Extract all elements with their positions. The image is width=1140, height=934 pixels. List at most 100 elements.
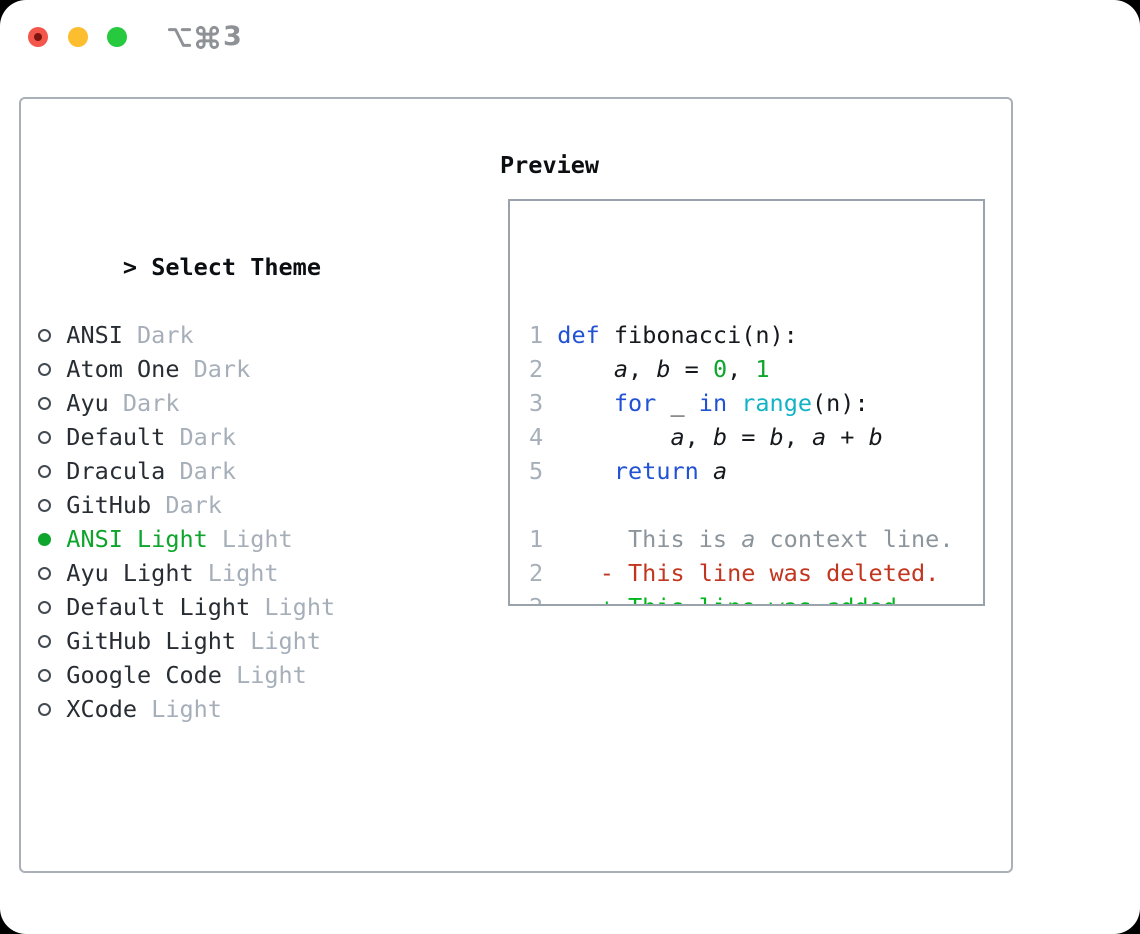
theme-variant: Dark	[122, 321, 194, 349]
close-button-dot	[34, 33, 42, 41]
theme-option[interactable]: Atom One Dark	[38, 352, 434, 386]
code-token: =	[727, 423, 770, 451]
theme-option[interactable]: Ayu Dark	[38, 386, 434, 420]
code-token: ,	[783, 423, 812, 451]
code-line: 3 for _ in range(n):	[529, 386, 983, 420]
line-number: 3	[529, 389, 558, 417]
radio-off-icon	[38, 318, 66, 352]
apply-to-header: Apply To	[38, 896, 434, 934]
code-token: a	[670, 423, 685, 451]
theme-variant: Light	[221, 661, 307, 689]
code-token: ,	[727, 355, 756, 383]
radio-dot	[38, 567, 51, 580]
theme-name: Ayu Light	[66, 559, 194, 587]
code-token: fibonacci(n):	[599, 321, 798, 349]
theme-name: ANSI Light	[66, 525, 208, 553]
option-key-icon	[167, 27, 192, 47]
theme-option[interactable]: GitHub Dark	[38, 488, 434, 522]
command-key-icon	[195, 25, 220, 49]
theme-variant: Dark	[165, 423, 237, 451]
code-token: return	[613, 457, 699, 485]
titlebar: 3	[0, 0, 1140, 75]
code-line: 4 a, b = b, a + b	[529, 420, 983, 454]
code-token: for	[613, 389, 657, 417]
theme-name: Google Code	[66, 661, 222, 689]
theme-name: Ayu	[66, 389, 109, 417]
radio-dot	[38, 363, 51, 376]
radio-off-icon	[38, 386, 66, 420]
theme-option[interactable]: Dracula Dark	[38, 454, 434, 488]
code-token: 1	[755, 355, 770, 383]
radio-off-icon	[38, 454, 66, 488]
line-number: 2	[529, 355, 558, 383]
focus-arrow-icon: >	[122, 253, 138, 281]
theme-variant: Dark	[151, 491, 222, 519]
radio-dot	[38, 431, 51, 444]
radio-off-icon	[38, 658, 66, 692]
theme-name: Default	[66, 423, 166, 451]
theme-variant: Light	[193, 559, 279, 587]
code-token: This is	[557, 525, 742, 553]
preview-title: Preview	[500, 151, 600, 179]
radio-dot	[38, 465, 51, 478]
theme-option[interactable]: ANSI Dark	[38, 318, 434, 352]
radio-off-icon	[38, 624, 66, 658]
close-button[interactable]	[28, 27, 48, 47]
radio-dot	[38, 397, 51, 410]
code-token: (n):	[812, 389, 869, 417]
minimize-button[interactable]	[68, 27, 88, 47]
line-number: 1	[529, 321, 558, 349]
code-token: +	[826, 423, 869, 451]
theme-option[interactable]: Ayu Light Light	[38, 556, 434, 590]
code-line	[529, 488, 983, 522]
radio-off-icon	[38, 556, 66, 590]
radio-off-icon	[38, 352, 66, 386]
code-token: b	[712, 423, 728, 451]
theme-variant: Light	[137, 695, 222, 723]
spacer	[38, 794, 434, 828]
radio-dot	[38, 635, 51, 648]
code-line: 2 - This line was deleted.	[529, 556, 983, 590]
theme-variant: Light	[250, 593, 336, 621]
code-token: a	[613, 355, 629, 383]
code-line: 2 + This line was added.	[529, 590, 983, 604]
theme-option[interactable]: Default Dark	[38, 420, 434, 454]
line-number	[529, 491, 557, 519]
theme-name: Default Light	[66, 593, 251, 621]
code-token: a	[741, 525, 756, 553]
code-token	[557, 457, 614, 485]
radio-off-icon	[38, 590, 66, 624]
theme-option[interactable]: GitHub Light Light	[38, 624, 434, 658]
window-shortcut-label: 3	[166, 20, 242, 54]
line-number: 4	[529, 423, 558, 451]
radio-dot	[38, 703, 51, 716]
code-token: dded.	[840, 593, 911, 604]
code-token: + This line was	[557, 593, 826, 604]
code-token: context line.	[755, 525, 954, 553]
radio-off-icon	[38, 488, 66, 522]
theme-option[interactable]: Google Code Light	[38, 658, 434, 692]
code-line: 2 a, b = 0, 1	[529, 352, 983, 386]
radio-dot	[38, 601, 51, 614]
line-number: 5	[529, 457, 558, 485]
theme-picker-title: Select Theme	[151, 253, 321, 281]
maximize-button[interactable]	[107, 27, 127, 47]
theme-name: GitHub	[66, 491, 152, 519]
code-token: in	[698, 389, 728, 417]
theme-picker-header: > Select Theme	[38, 216, 434, 281]
theme-option[interactable]: Default Light Light	[38, 590, 434, 624]
code-token	[557, 423, 670, 451]
theme-option[interactable]: XCode Light	[38, 692, 434, 726]
code-token: b	[769, 423, 784, 451]
code-token: ,	[684, 423, 713, 451]
code-token	[699, 457, 713, 485]
theme-option[interactable]: ANSI Light Light	[38, 522, 434, 556]
radio-dot	[38, 329, 51, 342]
radio-off-icon	[38, 692, 66, 726]
theme-name: Atom One	[66, 355, 180, 383]
theme-variant: Dark	[165, 457, 237, 485]
